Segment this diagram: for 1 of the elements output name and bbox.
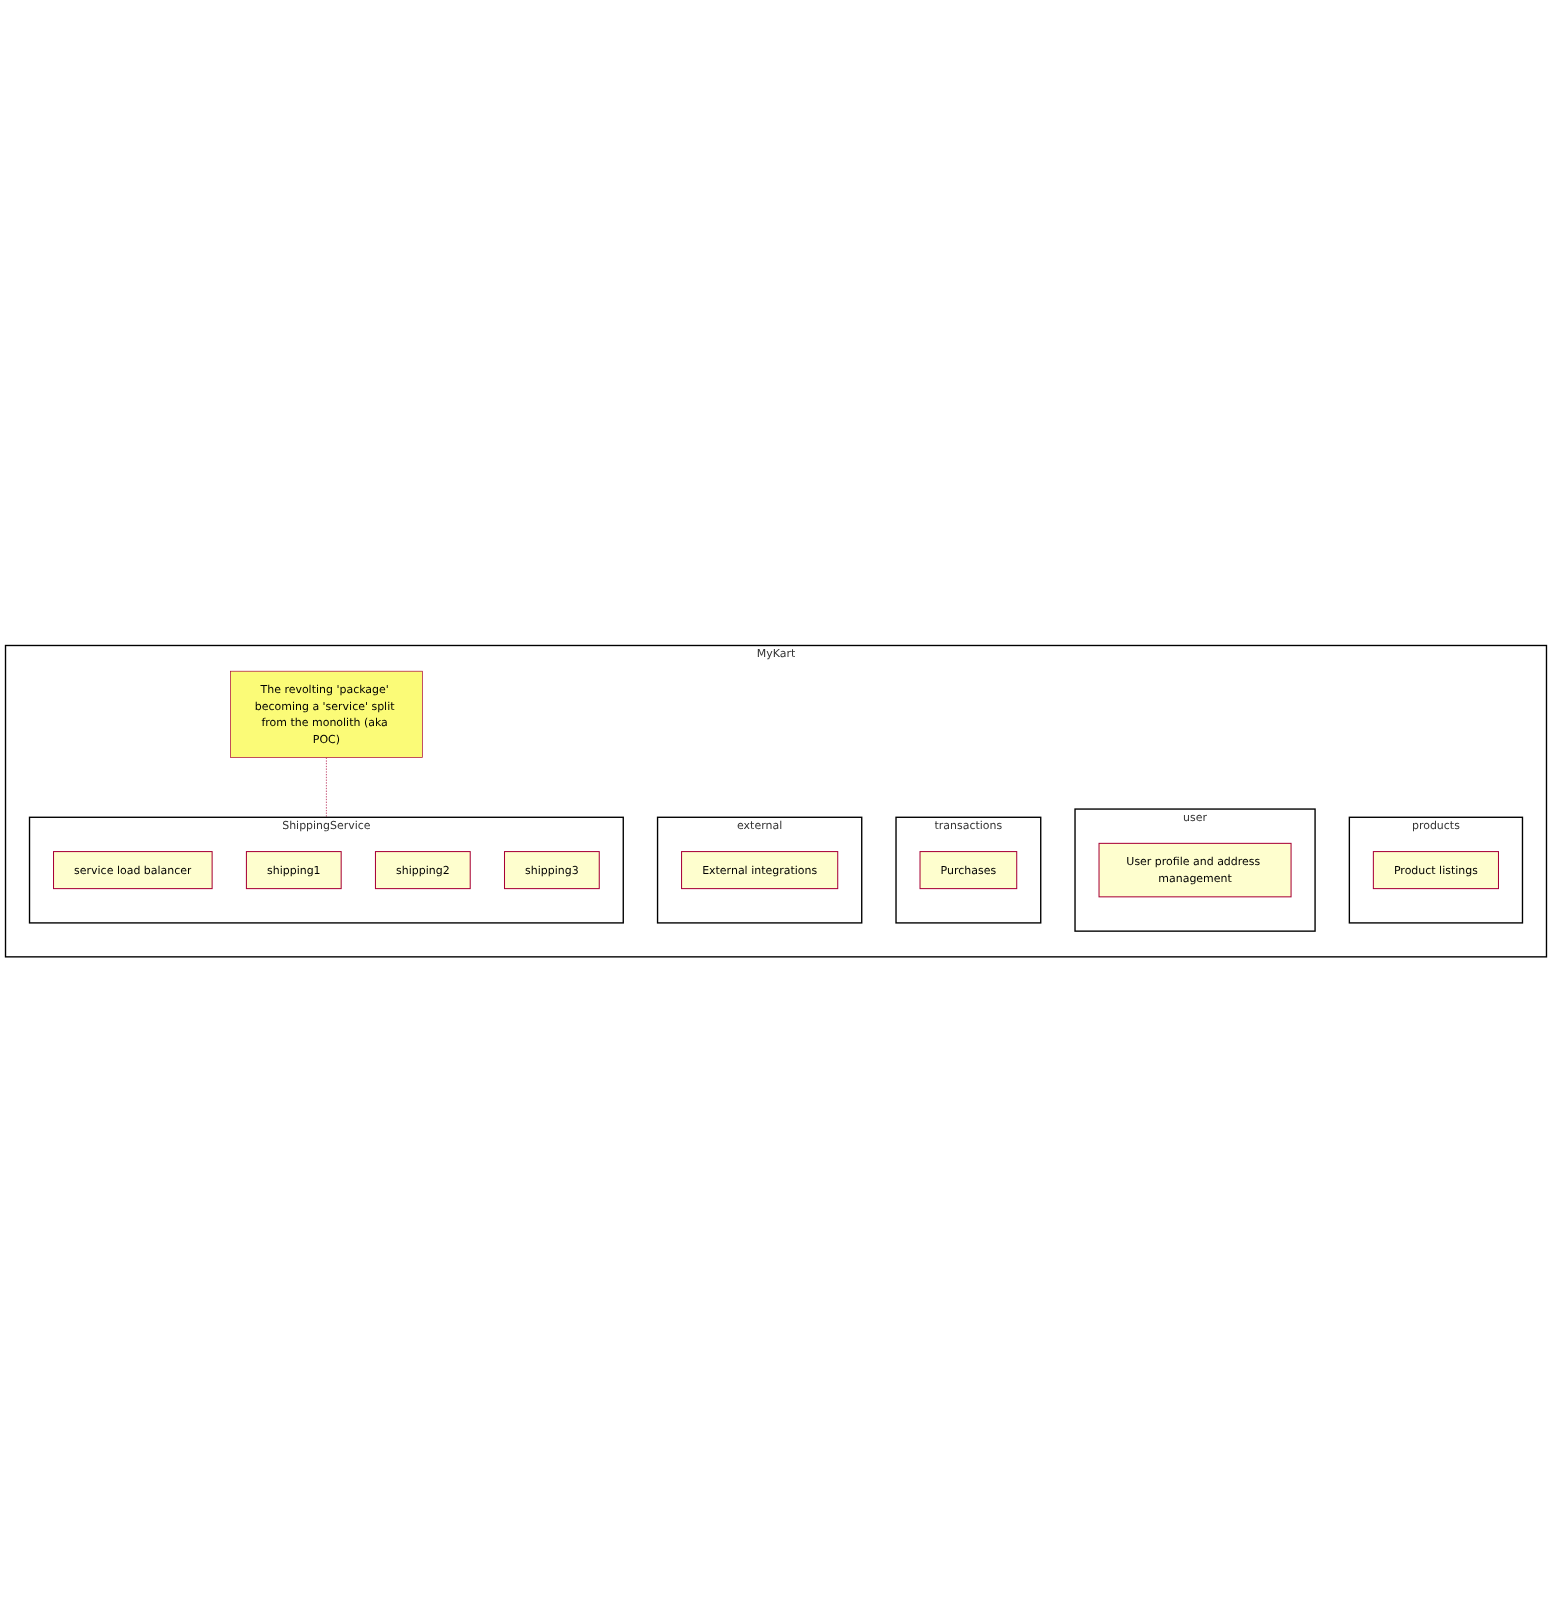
connector <box>326 758 327 819</box>
